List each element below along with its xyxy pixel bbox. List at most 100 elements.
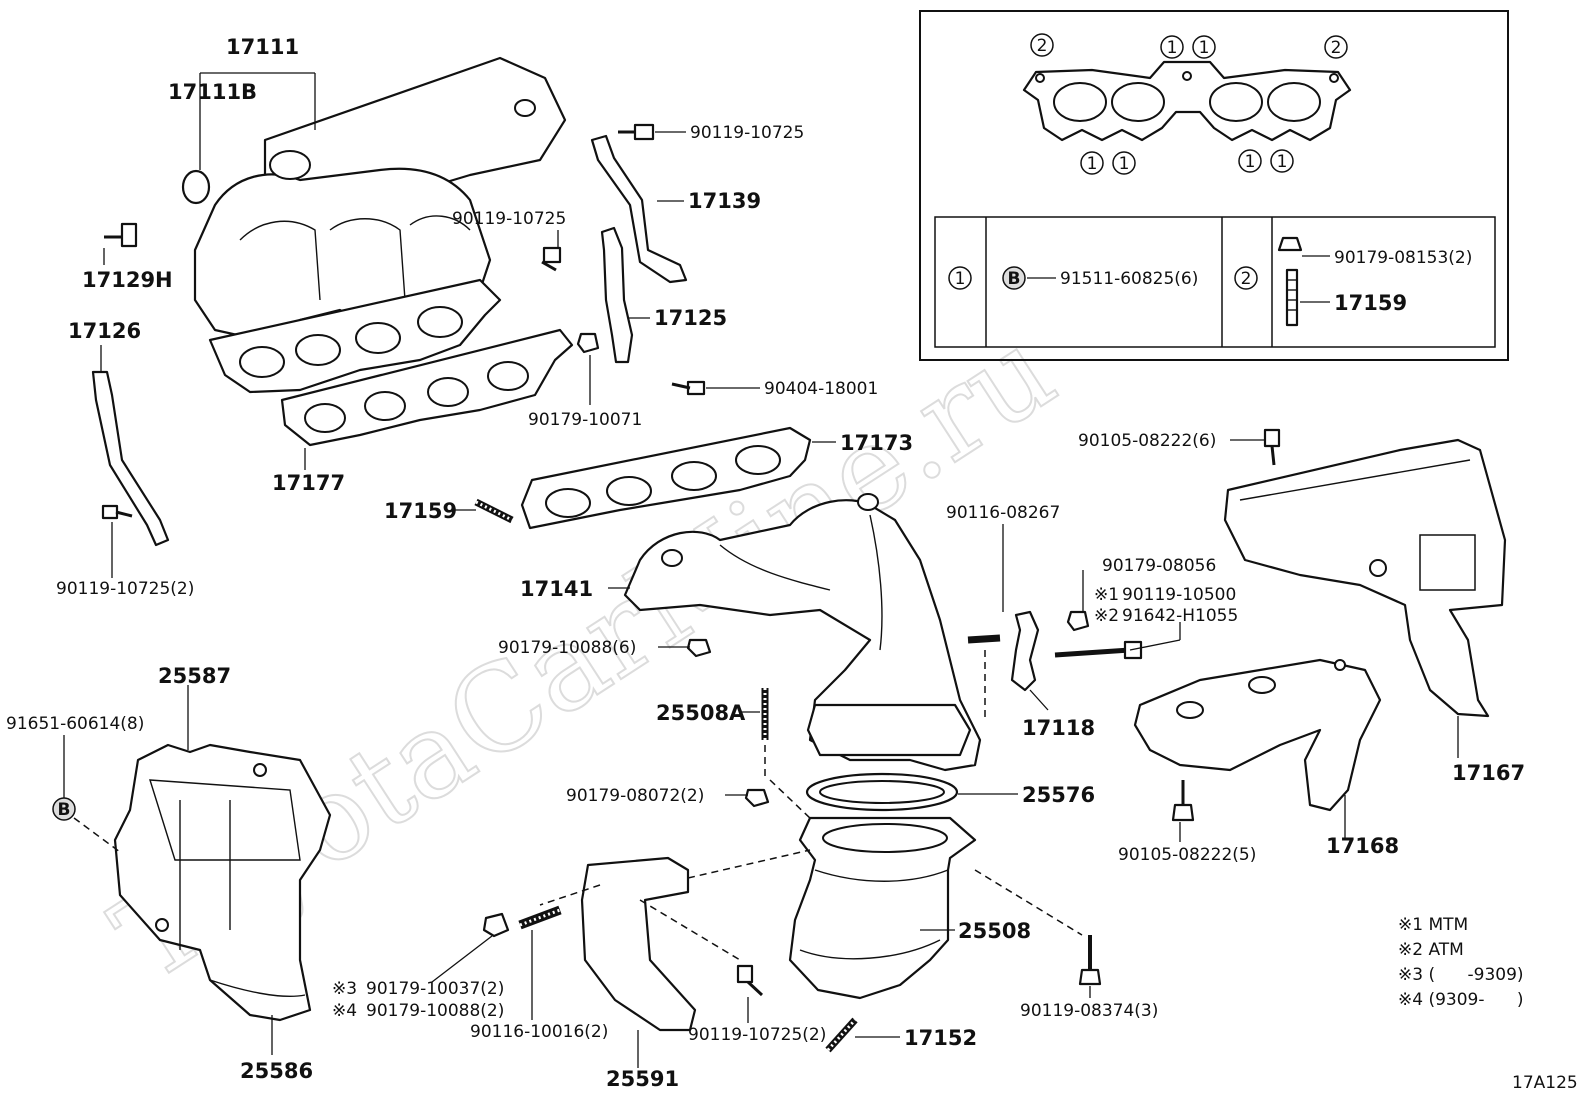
svg-text:1: 1 [1277,152,1288,172]
stud-90116-08267 [967,634,1001,720]
inset-legend-table: 1 B 91511-60825(6) 2 90179-08153(2) 1715… [934,216,1496,348]
note-mark-2-label: ※2 [1094,606,1119,626]
label-91642-H1055: 91642-H1055 [1122,606,1238,626]
heat-insulator-17167 [1223,438,1507,718]
bolt-90404-18001 [671,380,706,396]
stay-17139 [590,134,688,284]
svg-text:1: 1 [1087,154,1098,174]
label-90119-10725-2: 90119-10725(2) [56,579,194,599]
nut-90179-08056 [1066,610,1090,632]
note-mark-4-label: ※4 [332,1001,357,1021]
leader-lines [63,72,1459,1068]
label-90119-10725-2b: 90119-10725(2) [688,1025,826,1045]
label-17111: 17111 [226,35,299,59]
label-17125: 17125 [654,306,727,330]
exhaust-manifold-17141 [623,493,982,772]
nut-90179-10037-2 [482,912,510,938]
gasket-25576 [805,772,959,812]
label-17159: 17159 [384,499,457,523]
svg-text:1: 1 [1119,154,1130,174]
label-90105-08222-5: 90105-08222(5) [1118,845,1256,865]
label-17139: 17139 [688,189,761,213]
label-25576: 25576 [1022,783,1095,807]
label-90179-08153: 90179-08153(2) [1334,248,1472,268]
label-17129H: 17129H [82,268,173,292]
label-90116-10016-2: 90116-10016(2) [470,1022,608,1042]
note-mark-1-label: ※1 [1094,585,1119,605]
note-2: ※2 ATM [1398,940,1464,960]
stay-17126 [91,370,170,547]
gasket-inset-box: 2 1 1 2 1 1 1 1 1 B 91511-6 [919,10,1509,361]
label-17141: 17141 [520,577,593,601]
label-25587: 25587 [158,664,231,688]
label-25591: 25591 [606,1067,679,1091]
bolt-90105-08222-5 [1171,780,1195,822]
svg-text:2: 2 [1037,36,1048,56]
bolt-17129H [104,222,138,248]
bolt-90105-08222-6 [1263,428,1281,466]
svg-text:1: 1 [1245,152,1256,172]
label-17118: 17118 [1022,716,1095,740]
note-1: ※1 MTM [1398,915,1468,935]
label-17173: 17173 [840,431,913,455]
label-17111B: 17111B [168,80,257,104]
stay-17125 [600,226,634,364]
heat-insulator-25587 [113,743,332,1022]
label-17126: 17126 [68,319,141,343]
label-90105-08222-6: 90105-08222(6) [1078,431,1216,451]
svg-text:2: 2 [1241,269,1252,289]
bolt-90119-10725-b [541,246,562,272]
converter-25508 [769,779,1083,1000]
bolt-90119-08374-3 [1078,935,1102,986]
svg-text:B: B [1008,269,1021,289]
bolt-90119-10725-2b [736,964,764,997]
bolt-91642-H1055 [1054,640,1143,660]
label-17167: 17167 [1452,761,1525,785]
label-25586: 25586 [240,1059,313,1083]
label-90119-10500: 90119-10500 [1122,585,1236,605]
bracket-25591 [539,849,811,1032]
bolt-b-badge: B [52,797,121,853]
label-17152: 17152 [904,1026,977,1050]
svg-text:1: 1 [1167,38,1178,58]
label-91651-60614-8: 91651-60614(8) [6,714,144,734]
note-3: ※3 ( -9309) [1398,965,1524,985]
label-17177: 17177 [272,471,345,495]
label-90179-10088-2: 90179-10088(2) [366,1001,504,1021]
label-90179-08056: 90179-08056 [1102,556,1216,576]
gasket-17173 [520,426,812,530]
label-90404-18001: 90404-18001 [764,379,878,399]
label-90179-10071: 90179-10071 [528,410,642,430]
svg-text:2: 2 [1331,38,1342,58]
svg-text:B: B [58,800,71,820]
label-90119-10725-a: 90119-10725 [690,123,804,143]
label-90179-10088-6: 90179-10088(6) [498,638,636,658]
nut-90179-08072-2 [744,788,770,808]
part-labels: 17111 17111B 17129H 17126 90119-10725(2)… [6,35,1525,1091]
svg-text:1: 1 [955,269,966,289]
variant-notes: ※1 MTM ※2 ATM ※3 ( -9309) ※4 (9309- ) [1398,915,1524,1010]
label-25508A: 25508A [656,701,746,725]
label-17159-inset: 17159 [1334,291,1407,315]
note-4: ※4 (9309- ) [1398,990,1524,1010]
inset-callouts: 2 1 1 2 1 1 1 1 [1030,33,1348,175]
intake-manifold [193,56,574,447]
figure-code: 17A125 [1512,1073,1578,1093]
label-25508: 25508 [958,919,1031,943]
heat-insulator-17168 [1133,658,1382,812]
label-90179-08072-2: 90179-08072(2) [566,786,704,806]
label-90119-10725-b: 90119-10725 [452,209,566,229]
bolt-90119-10725-a [618,123,655,141]
svg-text:1: 1 [1199,38,1210,58]
label-91511-60825: 91511-60825(6) [1060,269,1198,289]
nut-90179-10071 [576,332,600,354]
stud-90116-10016-2 [518,905,562,930]
stud-17152 [825,1017,858,1053]
inset-gasket-shape [1022,60,1352,142]
label-90119-08374-3: 90119-08374(3) [1020,1001,1158,1021]
stud-17159 [474,498,514,524]
label-90179-10037-2: 90179-10037(2) [366,979,504,999]
label-90116-08267: 90116-08267 [946,503,1060,523]
stay-17118 [1010,610,1040,692]
